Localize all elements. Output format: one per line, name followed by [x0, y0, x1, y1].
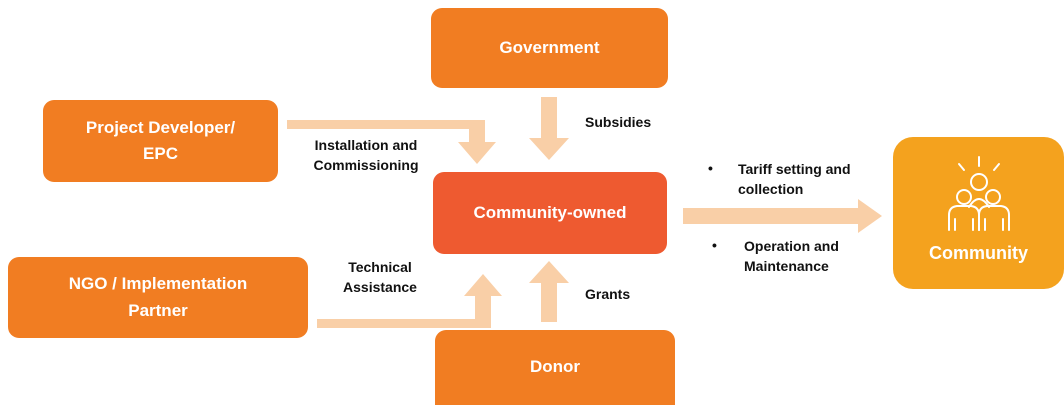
- technical-label-line2: Assistance: [343, 278, 417, 295]
- project-developer-label-line2: EPC: [143, 144, 178, 163]
- arrow-services: [683, 199, 882, 233]
- ngo-label-line1: NGO / Implementation: [68, 274, 248, 294]
- technical-assistance-label: Technical Assistance: [322, 258, 438, 297]
- project-developer-box: Project Developer/ EPC: [43, 100, 278, 182]
- ngo-box: NGO / Implementation Partner: [8, 257, 308, 338]
- service-tariff-line2: collection: [738, 180, 804, 197]
- installation-label-line1: Installation and: [314, 137, 418, 153]
- project-developer-label-line1: Project Developer/: [85, 117, 236, 137]
- service-tariff-line1: Tariff setting and: [738, 161, 851, 177]
- donor-label: Donor: [529, 357, 581, 377]
- arrow-installation: [287, 120, 496, 164]
- community-owned-label: Community-owned: [473, 202, 627, 222]
- bullet-icon: •: [712, 237, 717, 253]
- government-label: Government: [499, 37, 600, 57]
- service-operation-line2: Maintenance: [744, 257, 829, 274]
- ngo-label-line2: Partner: [128, 300, 188, 320]
- service-operation-line1: Operation and: [744, 238, 839, 254]
- installation-label: Installation and Commissioning: [298, 136, 434, 175]
- arrow-subsidies: [529, 97, 569, 160]
- people-group-icon: [948, 156, 1010, 231]
- installation-label-line2: Commissioning: [313, 156, 419, 173]
- technical-label-line1: Technical: [348, 259, 412, 275]
- community-label: Community: [929, 243, 1028, 263]
- government-box: Government: [431, 8, 668, 88]
- subsidies-label: Subsidies: [585, 114, 652, 130]
- community-owned-box: Community-owned: [433, 172, 667, 254]
- grants-label: Grants: [585, 286, 631, 302]
- arrow-grants: [529, 261, 569, 322]
- arrow-technical: [317, 274, 502, 328]
- community-box: Community: [893, 137, 1064, 289]
- donor-box: Donor: [435, 330, 675, 405]
- bullet-icon: •: [708, 160, 713, 176]
